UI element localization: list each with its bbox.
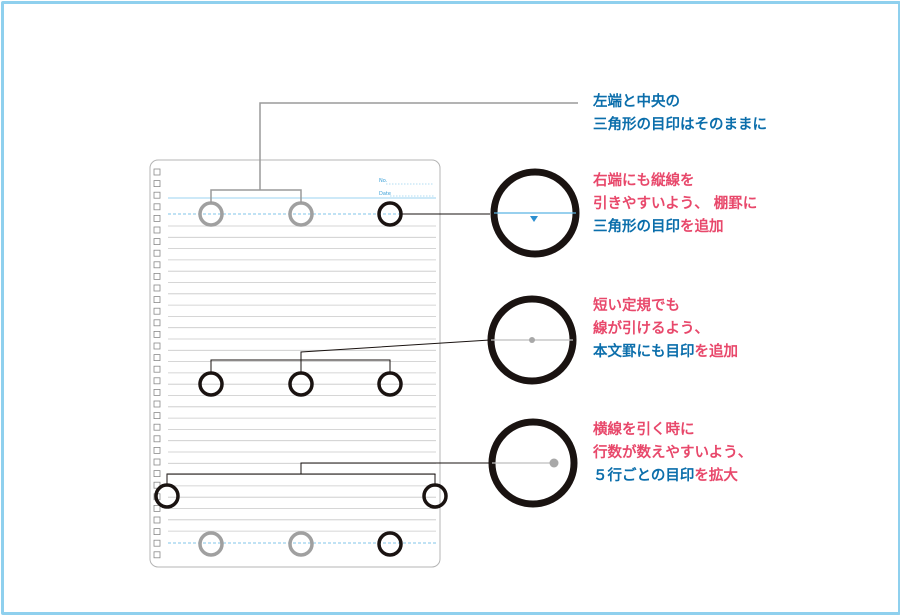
binder-hole: [153, 319, 161, 327]
binder-hole: [153, 377, 161, 385]
binder-hole: [153, 191, 161, 199]
callout-line: 行数が数えやすいよう、: [593, 442, 752, 465]
binder-hole: [153, 168, 161, 176]
binder-hole: [153, 296, 161, 304]
callout-text-segment: を追加: [680, 219, 724, 235]
binder-hole: [153, 423, 161, 431]
callout-text-segment: ５行ごとの目印: [593, 468, 695, 484]
magnifier-fifth-line-mark: [488, 418, 578, 508]
callout-text-segment: 三角形の目印: [593, 219, 680, 235]
callout-text-segment: 三角形の目印はそのままに: [593, 117, 767, 133]
binder-hole: [153, 458, 161, 466]
callout-text-segment: 左端と中央の: [593, 94, 680, 110]
callout-text-segment: 右端にも縦線を: [593, 173, 695, 189]
binder-hole: [153, 342, 161, 350]
binder-hole: [153, 307, 161, 315]
binder-hole: [153, 539, 161, 547]
fifth-line-callout-leader: [300, 462, 492, 474]
body-callout-leader: [300, 339, 491, 373]
binder-hole: [153, 226, 161, 234]
callout-text-segment: を拡大: [694, 468, 738, 484]
header-date-label: Date: [379, 191, 391, 197]
binder-hole: [153, 214, 161, 222]
binder-hole: [153, 261, 161, 269]
callout-line: 右端にも縦線を: [593, 170, 757, 193]
binder-hole: [153, 365, 161, 373]
callout-line: 線が引けるよう、: [593, 318, 738, 341]
binder-hole: [153, 354, 161, 362]
binder-hole: [153, 388, 161, 396]
callout-line: 短い定規でも: [593, 295, 738, 318]
binder-hole: [153, 400, 161, 408]
notebook-page: [149, 159, 441, 568]
top-bracket-leader: [210, 189, 302, 203]
callout-text-segment: 横線を引く時に: [593, 422, 695, 438]
binder-hole: [153, 180, 161, 188]
binder-holes: [153, 168, 161, 559]
callout-keep-marks: 左端と中央の三角形の目印はそのままに: [593, 91, 767, 137]
callout-line: 横線を引く時に: [593, 419, 752, 442]
callout-text-segment: 行数が数えやすいよう、: [593, 445, 753, 461]
callout-text-segment: 本文罫にも目印: [593, 344, 695, 360]
callout-line: 三角形の目印はそのままに: [593, 114, 767, 137]
callout-line: 三角形の目印を追加: [593, 216, 757, 239]
magnifier-header-mark: [490, 168, 580, 258]
binder-hole: [153, 238, 161, 246]
binder-hole: [153, 412, 161, 420]
bottom-left-mark-ring: [198, 531, 224, 557]
binder-hole: [153, 284, 161, 292]
callout-line: ５行ごとの目印を拡大: [593, 465, 752, 488]
binder-hole: [153, 446, 161, 454]
callout-right-edge-mark: 右端にも縦線を引きやすいよう、 棚罫に三角形の目印を追加: [593, 170, 757, 239]
callout-line: 本文罫にも目印を追加: [593, 341, 738, 364]
bottom-center-mark-ring: [288, 531, 314, 557]
magnifier-body-mark: [487, 295, 577, 385]
callout-line: 左端と中央の: [593, 91, 767, 114]
callout-text-segment: 線が引けるよう、: [593, 321, 709, 337]
callout-fifth-line-marks: 横線を引く時に行数が数えやすいよう、 ５行ごとの目印を拡大: [593, 419, 752, 488]
dot-mark-icon: [529, 337, 535, 343]
top-callout-leader: [259, 102, 578, 190]
callout-text-segment: 引きやすいよう、 棚罫に: [593, 196, 758, 212]
binder-hole: [153, 528, 161, 535]
binder-hole: [153, 249, 161, 257]
binder-hole: [153, 551, 161, 559]
header-no-label: No.: [379, 178, 388, 184]
callout-text-segment: 短い定規でも: [593, 298, 680, 314]
large-dot-mark-icon: [549, 458, 559, 468]
bottom-right-mark-ring: [377, 531, 403, 557]
triangle-mark-icon: [530, 216, 538, 222]
callout-text-segment: を追加: [694, 344, 739, 360]
binder-hole: [153, 272, 161, 280]
binder-hole: [153, 203, 161, 211]
callout-body-marks: 短い定規でも線が引けるよう、本文罫にも目印を追加: [593, 295, 738, 364]
binder-hole: [153, 470, 161, 478]
binder-hole: [153, 516, 161, 524]
binder-hole: [153, 435, 161, 443]
binder-hole: [153, 504, 161, 512]
binder-hole: [153, 330, 161, 338]
callout-line: 引きやすいよう、 棚罫に: [593, 193, 757, 216]
